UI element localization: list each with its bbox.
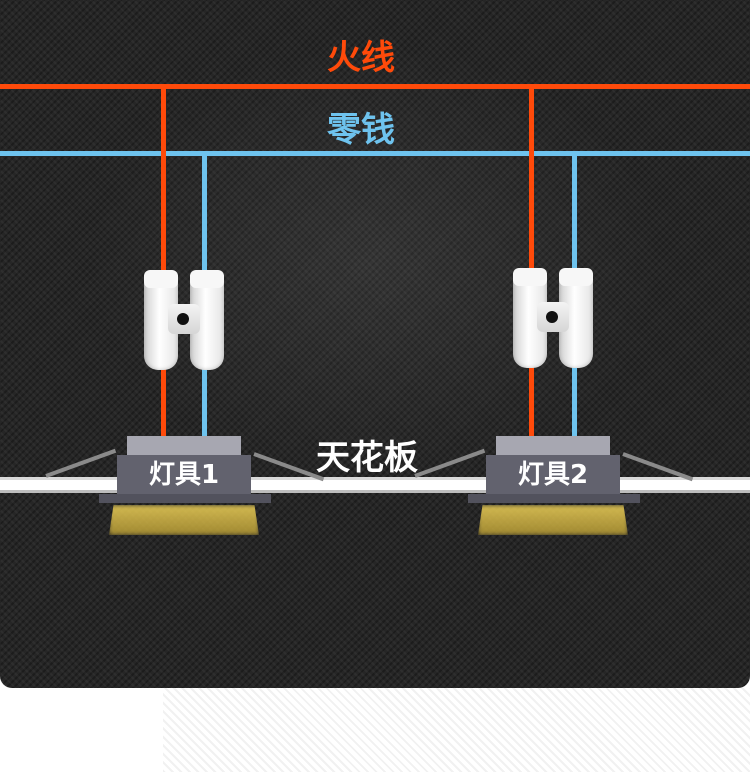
ceiling-label: 天花板 bbox=[316, 438, 418, 478]
light-fixture-2: 灯具2 bbox=[468, 436, 640, 506]
decorative-stripes bbox=[163, 688, 750, 772]
light-fixture-1: 灯具1 bbox=[99, 436, 271, 506]
neutral-wire-label: 零钱 bbox=[327, 110, 395, 150]
diagram-panel: 火线 零钱 天花板 灯具1 灯具2 bbox=[0, 0, 750, 688]
live-drop-1 bbox=[161, 86, 166, 438]
connector-hole bbox=[546, 311, 558, 323]
light-glow-1 bbox=[109, 505, 259, 535]
live-wire-main bbox=[0, 84, 750, 89]
wire-connector-1 bbox=[142, 270, 226, 374]
wire-connector-2 bbox=[511, 268, 595, 372]
light-glow-2 bbox=[478, 505, 628, 535]
neutral-wire-main bbox=[0, 151, 750, 156]
live-wire-label: 火线 bbox=[327, 38, 395, 78]
live-drop-2 bbox=[529, 86, 534, 438]
fixture-label: 灯具1 bbox=[117, 455, 251, 495]
fixture-label: 灯具2 bbox=[486, 455, 620, 495]
connector-hole bbox=[177, 313, 189, 325]
